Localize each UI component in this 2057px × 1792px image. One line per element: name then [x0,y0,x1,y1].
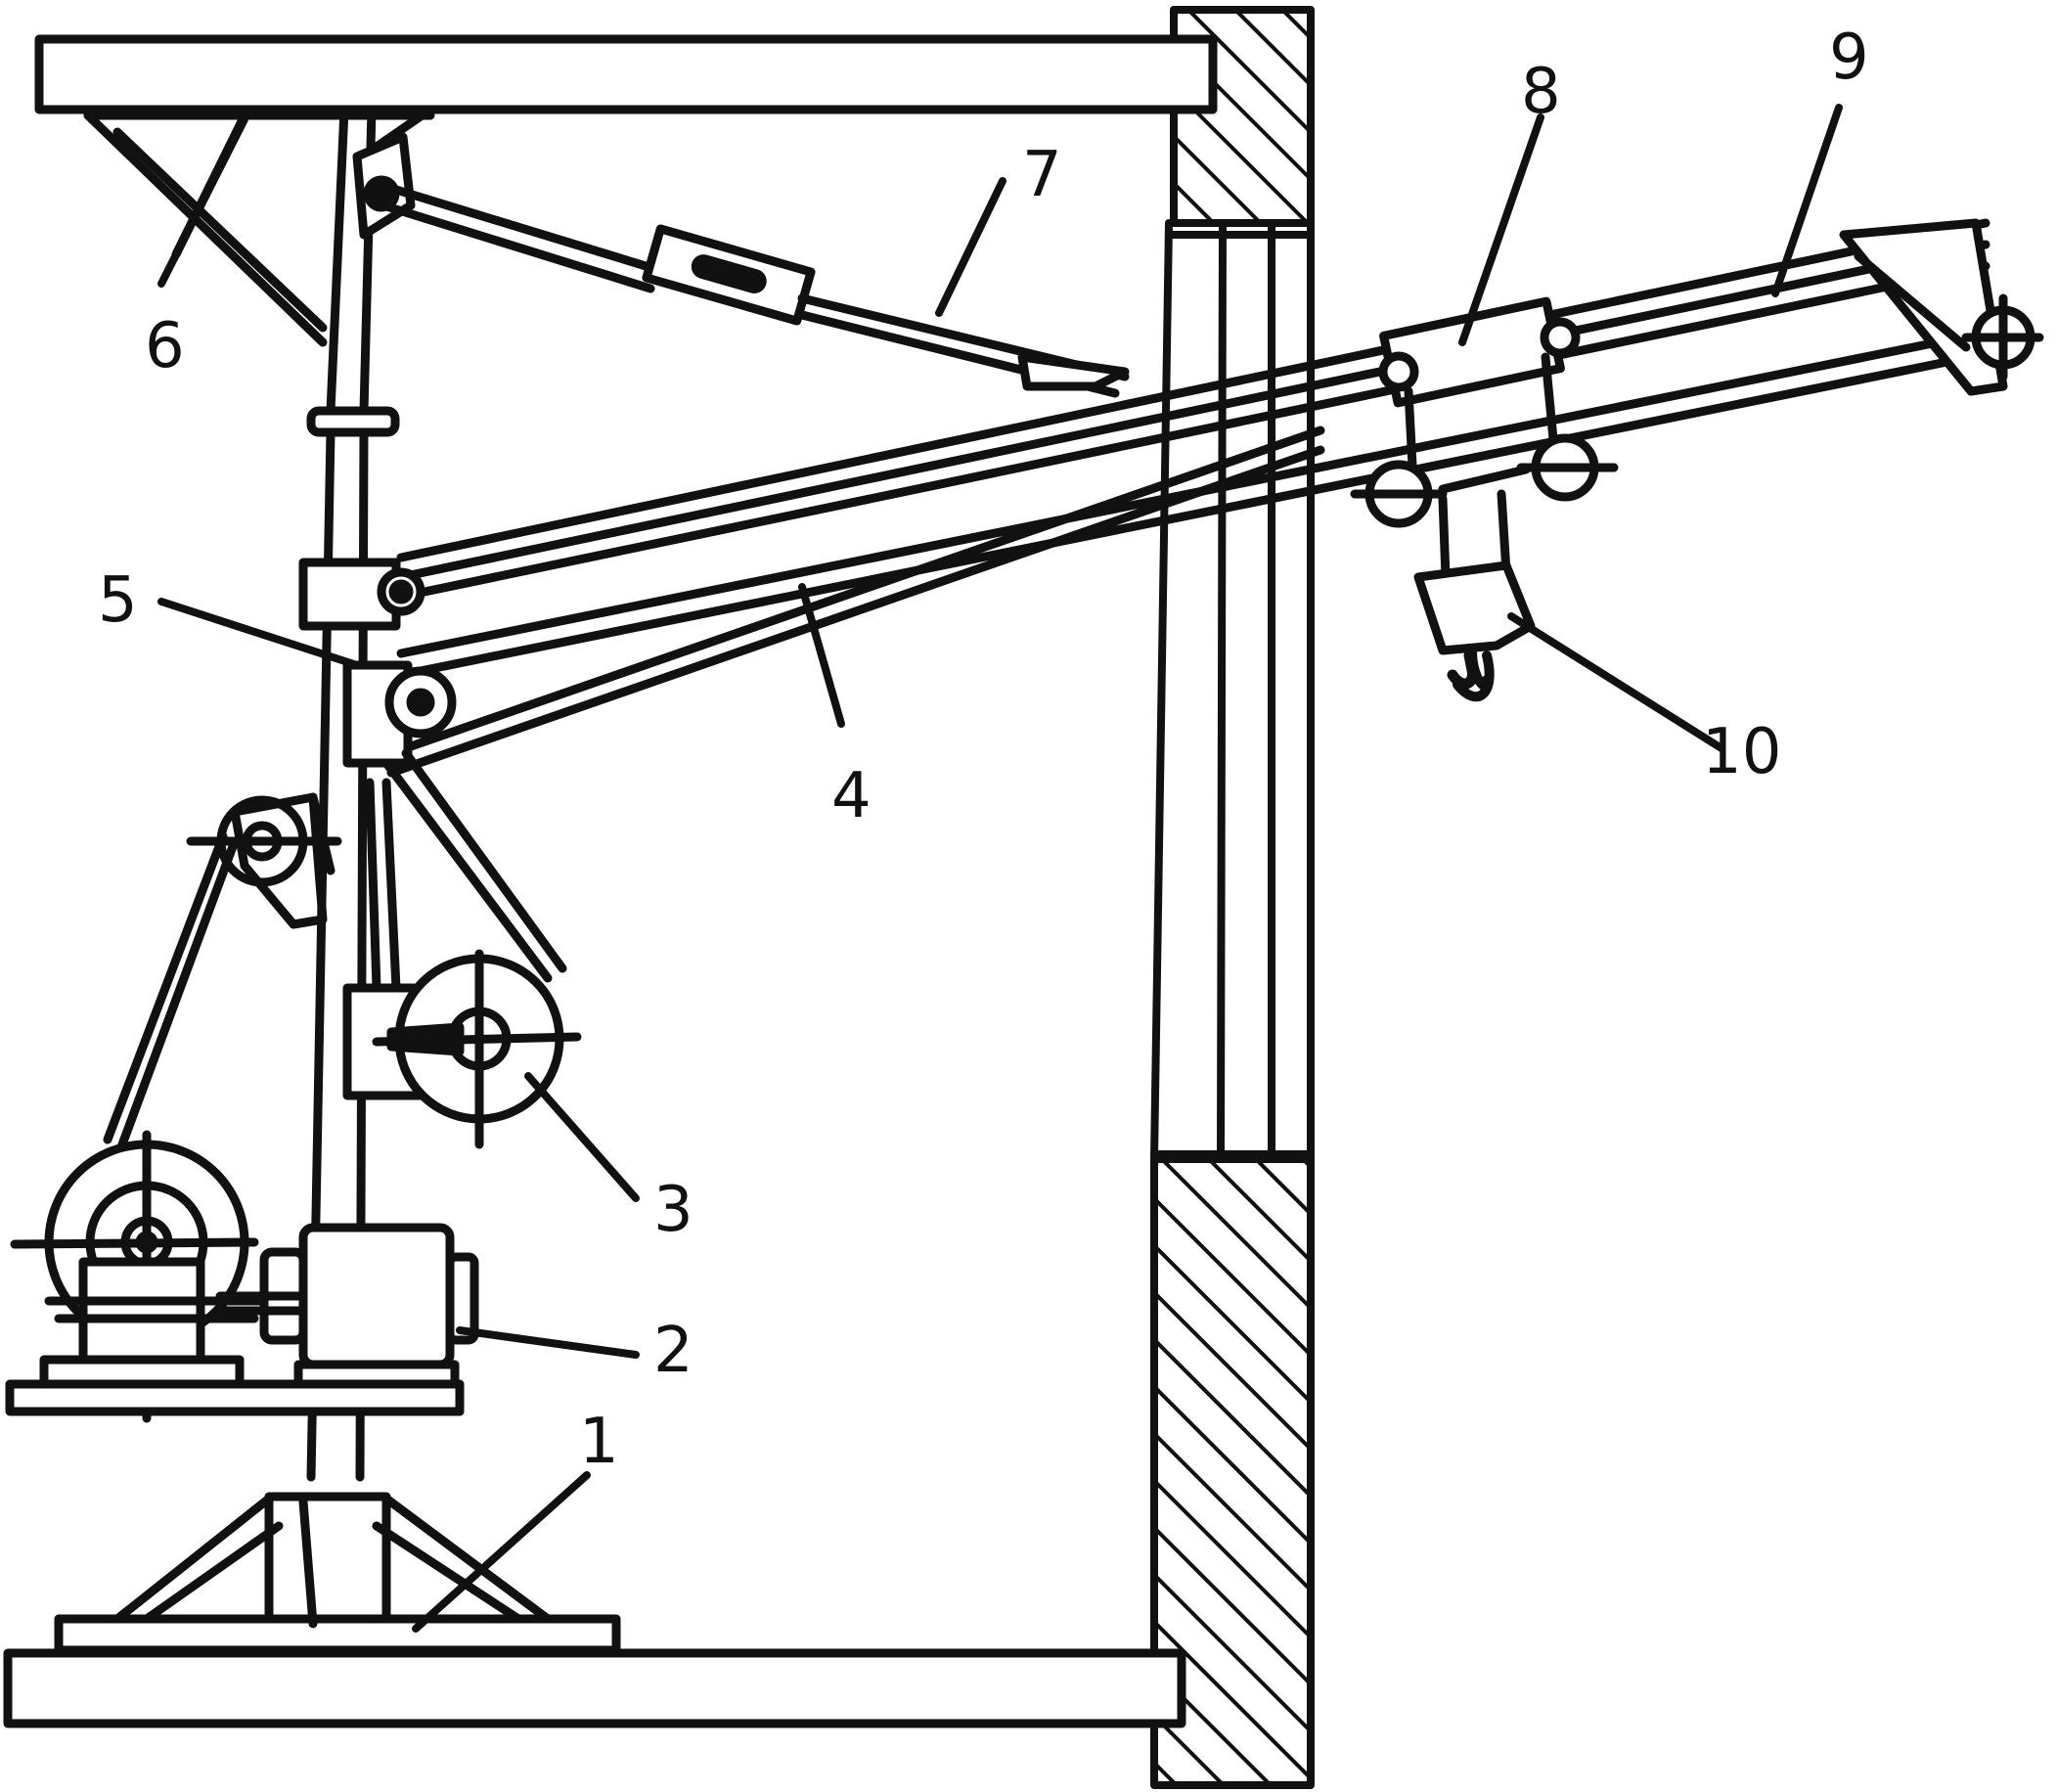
leader-1 [412,1471,591,1633]
leader-6 [157,115,248,288]
leader-2 [456,1326,640,1359]
leader-3 [524,1072,640,1202]
leader-4 [798,583,845,728]
leader-8 [1458,113,1544,346]
label-8: 8 [1521,56,1561,128]
motor [215,1223,479,1389]
trolley [1350,296,1619,528]
label-4: 4 [831,760,872,832]
tie-rod [379,181,1130,398]
wall [1150,6,1315,1789]
label-1: 1 [579,1406,619,1478]
label-9: 9 [1829,22,1869,94]
leader-10 [1507,612,1725,752]
jib-boom [298,218,2044,778]
leader-9 [1771,104,1843,297]
label-6: 6 [145,310,185,382]
label-7: 7 [1022,139,1062,211]
label-3: 3 [653,1174,693,1246]
leader-5 [157,598,361,669]
boom-foot-pulley [342,660,567,983]
leader-lines [157,104,1843,1633]
wall-opening [1150,219,1315,1163]
upper-floor-slab [34,34,1218,114]
reducer [10,1130,269,1423]
label-10: 10 [1702,716,1781,788]
guide-pulley [103,792,342,1149]
lower-floor-slab [3,1648,1186,1728]
hook-block [1413,489,1536,702]
drive-platform [5,1379,465,1416]
label-2: 2 [653,1315,693,1387]
label-5: 5 [98,564,138,637]
callout-labels: 1 2 3 4 5 6 7 8 9 10 [98,22,1869,1478]
leader-7 [935,177,1006,317]
base-stand [54,1492,621,1655]
winch-drum [342,778,582,1149]
